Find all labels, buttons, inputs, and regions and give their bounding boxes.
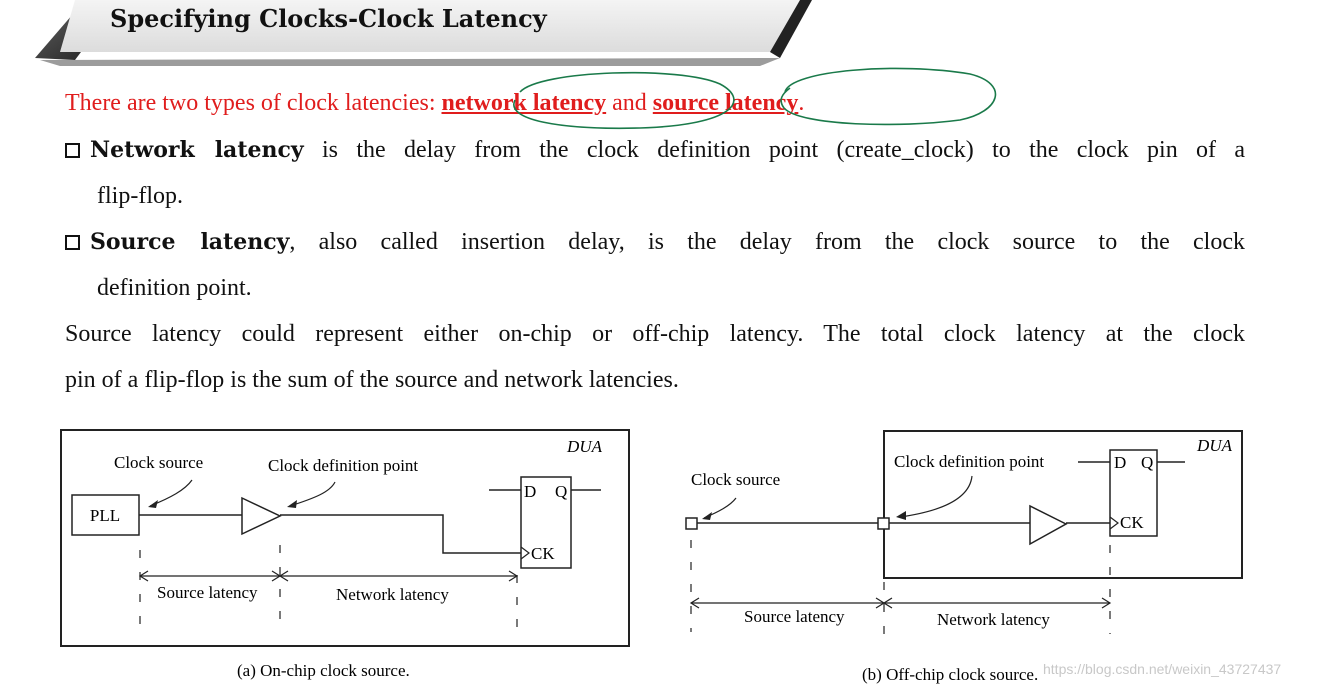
clock-def-label: Clock definition point — [894, 452, 1044, 471]
diagram-on-chip: DUA Clock source Clock definition point … — [60, 429, 630, 680]
paragraph-line1: Source latency could represent either on… — [65, 321, 1245, 347]
buffer-icon — [241, 496, 282, 536]
annotation-ellipses — [513, 67, 997, 130]
checkbox-square-icon — [65, 235, 80, 250]
network-latency-label: Network latency — [336, 585, 449, 604]
pll-label: PLL — [90, 506, 120, 525]
diagram-off-chip: DUA Clock definition point Clock source … — [685, 430, 1243, 684]
off-chip-pin-icon — [685, 517, 698, 530]
intro-term-network: network latency — [441, 90, 607, 116]
bullet-text: is the delay from the clock definition p… — [303, 137, 1245, 163]
bullet-term: Source latency — [90, 229, 290, 255]
flip-flop-box — [1109, 449, 1158, 537]
dua-label: DUA — [1196, 436, 1233, 455]
bullet-term: Network latency — [90, 137, 304, 163]
ff-ck-label: CK — [531, 544, 555, 563]
ff-q-label: Q — [555, 482, 567, 501]
ff-ck-label: CK — [1120, 513, 1144, 532]
checkbox-square-icon — [65, 143, 80, 158]
bullet-network-line1: Network latency is the delay from the cl… — [65, 137, 1245, 164]
dua-box — [60, 429, 630, 647]
dua-box — [883, 430, 1243, 579]
page-title: Specifying Clocks-Clock Latency — [110, 4, 547, 33]
bullet-source-line2: definition point. — [97, 275, 252, 301]
intro-line: There are two types of clock latencies: … — [65, 90, 804, 117]
title-banner-graphic — [35, 0, 812, 66]
network-latency-label: Network latency — [937, 610, 1050, 629]
caption-a: (a) On-chip clock source. — [237, 661, 410, 680]
clock-def-label: Clock definition point — [268, 456, 418, 475]
ff-q-label: Q — [1141, 453, 1153, 472]
clock-source-label: Clock source — [114, 453, 203, 472]
title-bar: Specifying Clocks-Clock Latency — [0, 0, 1324, 70]
chip-pin-icon — [877, 517, 890, 530]
paragraph-line2: pin of a flip-flop is the sum of the sou… — [65, 367, 679, 393]
dua-label: DUA — [566, 437, 603, 456]
bullet-network-line2: flip-flop. — [97, 183, 183, 209]
caption-b: (b) Off-chip clock source. — [862, 665, 1038, 684]
bullet-source-line1: Source latency, also called insertion de… — [65, 229, 1245, 256]
intro-mid: and — [606, 90, 653, 116]
source-latency-label: Source latency — [744, 607, 845, 626]
watermark: https://blog.csdn.net/weixin_43727437 — [1043, 661, 1282, 677]
bullet-text: , also called insertion delay, is the de… — [289, 229, 1245, 255]
ff-d-label: D — [524, 482, 536, 501]
buffer-icon — [1029, 504, 1068, 546]
clock-source-label: Clock source — [691, 470, 780, 489]
source-latency-label: Source latency — [157, 583, 258, 602]
intro-suffix: . — [798, 90, 805, 116]
ff-d-label: D — [1114, 453, 1126, 472]
intro-prefix: There are two types of clock latencies: — [65, 90, 442, 116]
pll-box — [71, 494, 140, 536]
